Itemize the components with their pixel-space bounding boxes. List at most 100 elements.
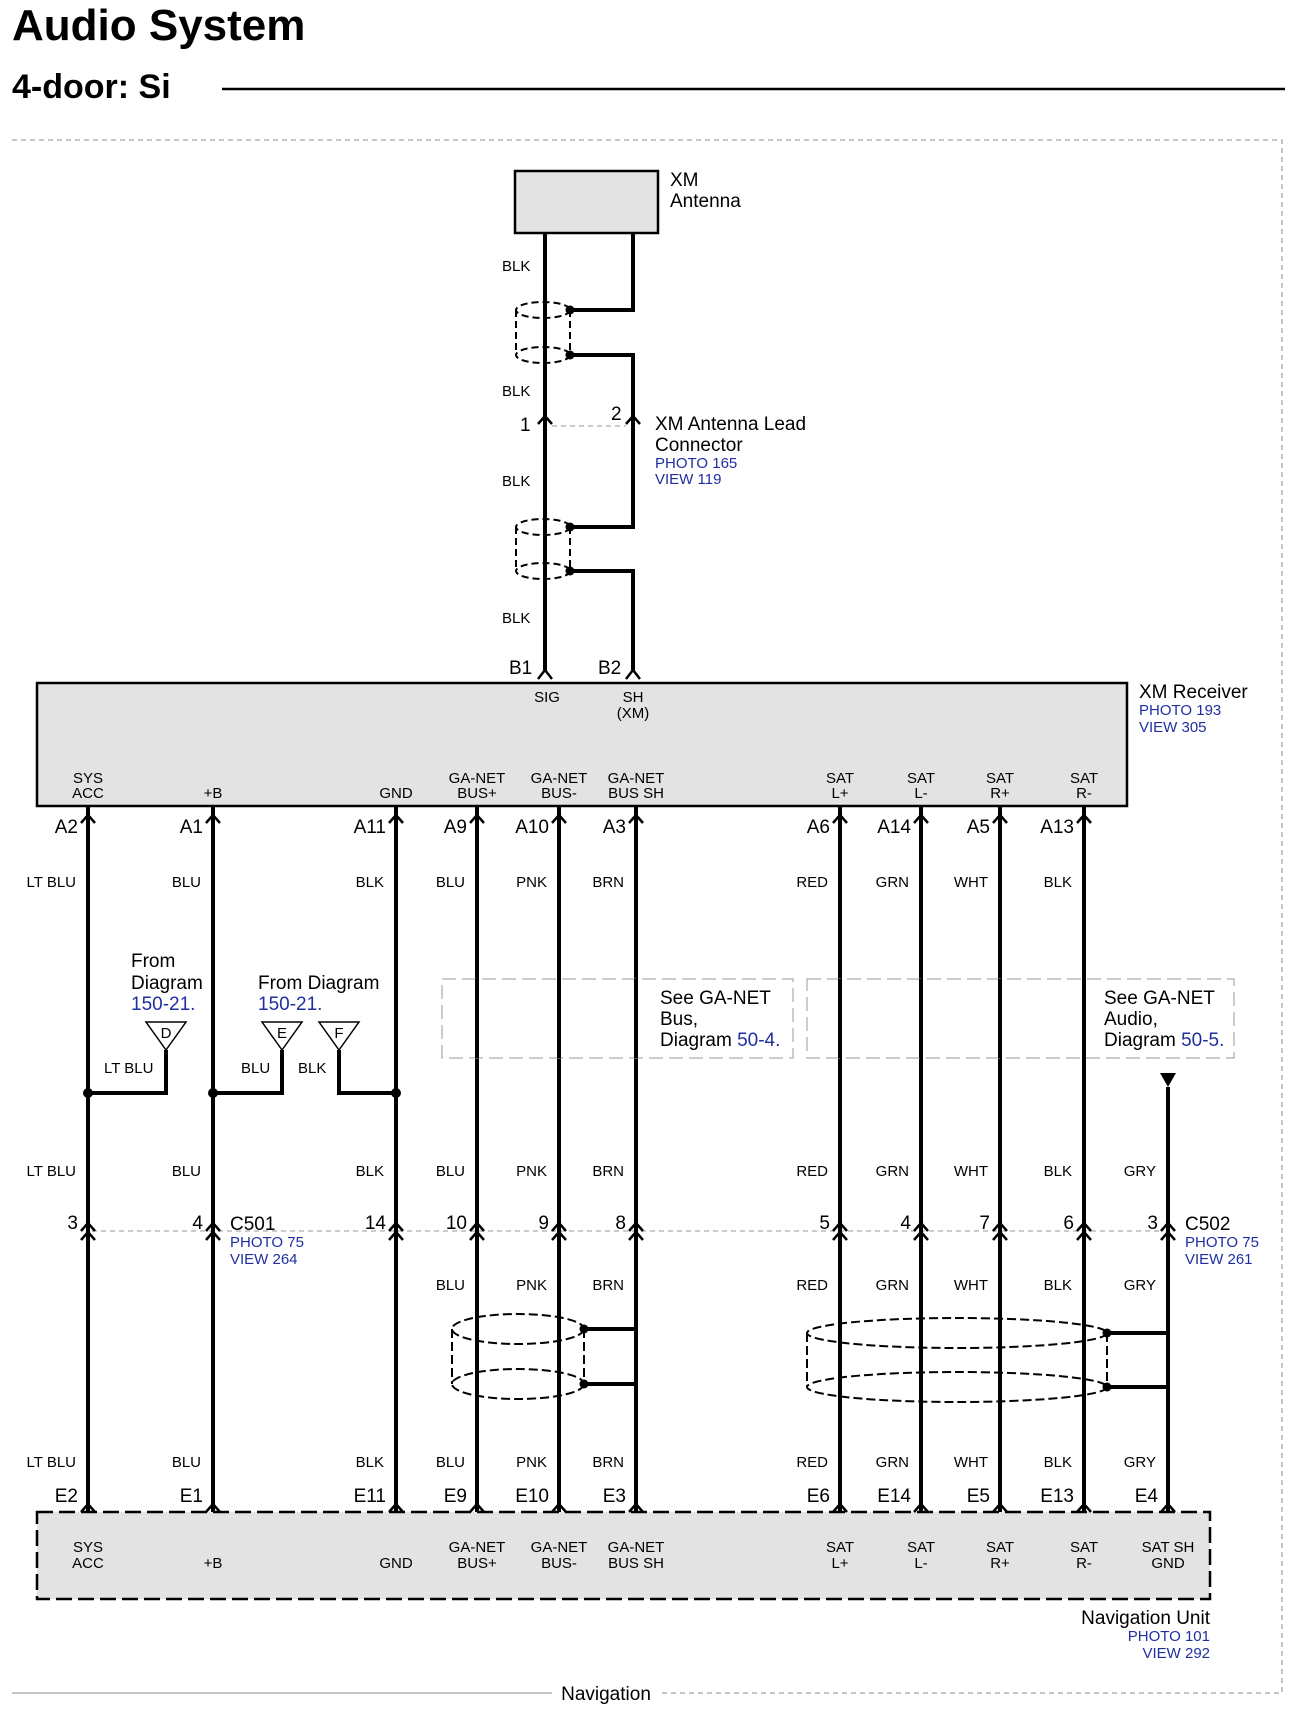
wire-color-label: BRN <box>592 1163 624 1180</box>
connector-pin-symbol <box>469 1221 485 1232</box>
ga-net-shield-drain-top <box>584 1231 638 1331</box>
sat-audio-shield <box>806 1317 1108 1403</box>
c501-photo: PHOTO 75 <box>230 1234 304 1251</box>
navigation-pin-label: SAT SH <box>1142 1539 1195 1556</box>
wire-color-label: BLU <box>436 874 465 891</box>
navigation-pin-id: E11 <box>354 1486 386 1507</box>
connector-pin-id: 14 <box>365 1213 387 1234</box>
antenna-wire-color: BLK <box>502 383 530 400</box>
navigation-pin-symbol <box>551 1502 567 1513</box>
navigation-pin-label: L+ <box>831 1555 848 1572</box>
navigation-pin-symbol <box>80 1502 96 1513</box>
shield-splice-dot <box>1102 1382 1112 1392</box>
page-title: Audio System <box>12 1 305 50</box>
navigation-pin-label: SAT <box>907 1539 935 1556</box>
connector-pin-symbol <box>913 1230 929 1241</box>
navigation-unit-box <box>35 1510 1212 1601</box>
shield-splice-dot <box>1102 1328 1112 1338</box>
wire-color-label: BRN <box>592 1277 624 1294</box>
navigation-pin-label: BUS+ <box>457 1555 497 1572</box>
navigation-pin-label: BUS SH <box>608 1555 664 1572</box>
from-diagram-2-line-1: From Diagram <box>258 973 379 994</box>
receiver-pin-b2: B2 <box>598 658 621 679</box>
wire-color-label: WHT <box>954 874 988 891</box>
receiver-pin-symbol <box>388 813 404 824</box>
navigation-pin-id: E9 <box>444 1486 467 1507</box>
receiver-pin-label: ACC <box>72 785 104 802</box>
wire-color-label: BLK <box>356 1163 384 1180</box>
see-audio-line-3: Diagram 50-5. <box>1104 1030 1224 1051</box>
antenna-lead-label-2: Connector <box>655 435 743 456</box>
receiver-pin-label-sig: SIG <box>534 689 560 706</box>
wire-color-label: BLK <box>1044 1454 1072 1471</box>
antenna-shield-wire-2 <box>570 353 635 529</box>
shield-splice-dot <box>579 1324 589 1334</box>
footer-label: Navigation <box>561 1684 651 1705</box>
triangle-label-e: E <box>277 1025 287 1042</box>
receiver-pin-symbol <box>832 813 848 824</box>
navigation-pin-label: GA-NET <box>608 1539 665 1556</box>
receiver-pin-label: GA-NET <box>608 770 665 787</box>
receiver-pin-id: A1 <box>180 817 203 838</box>
navigation-pin-id: E4 <box>1135 1486 1159 1507</box>
connector-pin-symbol <box>1076 1221 1092 1232</box>
wire-color-label: BRN <box>592 1454 624 1471</box>
navigation-pin-id: E1 <box>180 1486 203 1507</box>
navigation-pin-id: E3 <box>603 1486 626 1507</box>
xm-receiver-box <box>35 681 1129 808</box>
receiver-pin-symbol <box>628 813 644 824</box>
receiver-pin-label: BUS- <box>541 785 577 802</box>
receiver-pin-symbol <box>992 813 1008 824</box>
diagram-frame <box>12 139 1283 1694</box>
wire-color-label: BLU <box>172 1163 201 1180</box>
splice-dot <box>83 1088 93 1098</box>
wire-color-label: PNK <box>516 1163 547 1180</box>
connector-pin-symbol <box>205 1230 221 1241</box>
wire-color-label: GRN <box>876 1454 909 1471</box>
wire-color-label: BLK <box>356 1454 384 1471</box>
receiver-pin-label: SAT <box>907 770 935 787</box>
see-bus-line-1: See GA-NET <box>660 988 771 1009</box>
input-wire-color-d: LT BLU <box>104 1060 153 1077</box>
receiver-pin-id: A13 <box>1040 817 1074 838</box>
sat-shield-drain-top <box>1107 1231 1170 1335</box>
wire-color-label: GRY <box>1124 1163 1156 1180</box>
receiver-pin-label: +B <box>204 785 223 802</box>
antenna-lead-pin-1: 1 <box>520 415 531 436</box>
navigation-pin-label: BUS- <box>541 1555 577 1572</box>
see-box-wires <box>475 979 1086 1058</box>
input-wires <box>88 1050 396 1095</box>
connector-pin-symbol <box>992 1230 1008 1241</box>
wire-color-label: WHT <box>954 1454 988 1471</box>
connector-pin-id: 4 <box>192 1213 203 1234</box>
connector-pin-symbol <box>1160 1221 1176 1232</box>
navigation-pin-id: E10 <box>515 1486 549 1507</box>
wire-color-label: LT BLU <box>27 874 76 891</box>
receiver-pin-symbol <box>80 813 96 824</box>
antenna-lead-photo: PHOTO 165 <box>655 455 737 472</box>
wire-color-label: LT BLU <box>27 1454 76 1471</box>
connector-pin-id: 5 <box>819 1213 830 1234</box>
from-diagram-2-ref: 150-21. <box>258 994 322 1015</box>
navigation-pin-label: R- <box>1076 1555 1092 1572</box>
wire-color-label: PNK <box>516 874 547 891</box>
navigation-pin-label: ACC <box>72 1555 104 1572</box>
wire-color-label: BLU <box>172 1454 201 1471</box>
connector-pin-symbol <box>388 1221 404 1232</box>
connector-pin-symbol <box>388 1230 404 1241</box>
see-audio-line-2: Audio, <box>1104 1009 1158 1030</box>
wire-color-label: BLU <box>172 874 201 891</box>
c502-view: VIEW 261 <box>1185 1251 1253 1268</box>
wire-color-label: LT BLU <box>27 1163 76 1180</box>
antenna-lead-label-1: XM Antenna Lead <box>655 414 806 435</box>
from-diagram-1-line-1: From <box>131 951 175 972</box>
navigation-pin-label: GA-NET <box>449 1539 506 1556</box>
connector-pin-id: 8 <box>615 1213 626 1234</box>
navigation-pin-symbol <box>913 1502 929 1513</box>
wire-color-label: WHT <box>954 1277 988 1294</box>
connector-pin-symbol <box>469 1230 485 1241</box>
wire-color-label: BLU <box>436 1163 465 1180</box>
navigation-pin-label: SAT <box>986 1539 1014 1556</box>
connector-pin-symbol <box>628 1221 644 1232</box>
xm-receiver-name: XM Receiver <box>1139 682 1248 703</box>
